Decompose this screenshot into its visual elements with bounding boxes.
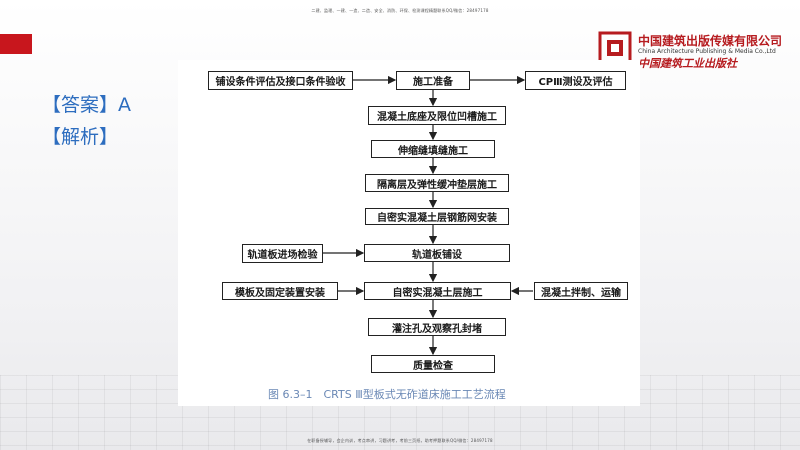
flow-node-scc-layer: 自密实混凝土层施工 bbox=[364, 282, 511, 300]
flow-node-construction-prep: 施工准备 bbox=[396, 71, 470, 90]
flow-node-formwork-install: 模板及固定装置安装 bbox=[222, 282, 338, 300]
flow-node-condition-assessment: 铺设条件评估及接口条件验收 bbox=[208, 71, 353, 90]
flow-node-track-slab-inspection: 轨道板进场检验 bbox=[242, 244, 323, 263]
flow-node-quality-check: 质量检查 bbox=[371, 355, 495, 373]
analysis-label: 【解析】 bbox=[42, 126, 119, 148]
publisher-name-cn: 中国建筑出版传媒有限公司 bbox=[638, 34, 783, 48]
flow-node-track-slab-laying: 轨道板铺设 bbox=[364, 244, 510, 262]
flow-node-isolation-layer: 隔离层及弹性缓冲垫层施工 bbox=[365, 174, 509, 192]
answer-label: 【答案】A bbox=[42, 94, 131, 116]
flow-node-rebar-mesh: 自密实混凝土层钢筋网安装 bbox=[365, 208, 509, 225]
flow-node-expansion-joint: 伸缩缝填缝施工 bbox=[371, 140, 495, 158]
bottom-watermark-note: 在职备授辅导，会企内训，考点串讲，习题讲考，考前三页纸，助考押题联系QQ/微信：… bbox=[307, 438, 493, 443]
publisher-logo: 中国建筑出版传媒有限公司 China Architecture Publishi… bbox=[598, 31, 788, 71]
top-watermark-note: 二建、监理、一建、一造、二造、安全、消防、环保、检测课程精题联系QQ/微信：28… bbox=[311, 8, 489, 13]
publisher-name-en: China Architecture Publishing & Media Co… bbox=[638, 48, 776, 55]
flowchart-figure: 铺设条件评估及接口条件验收 施工准备 CPⅢ测设及评估 混凝土底座及限位凹槽施工… bbox=[178, 60, 640, 406]
publisher-script-name: 中国建筑工业出版社 bbox=[638, 57, 737, 70]
flow-node-base-groove: 混凝土底座及限位凹槽施工 bbox=[368, 106, 506, 125]
figure-caption: 图 6.3–1 CRTS Ⅲ型板式无砟道床施工工艺流程 bbox=[268, 388, 506, 401]
flow-node-cp3-survey: CPⅢ测设及评估 bbox=[525, 71, 626, 90]
red-accent-tab bbox=[0, 34, 32, 54]
flow-node-hole-sealing: 灌注孔及观察孔封堵 bbox=[368, 318, 506, 336]
flow-node-concrete-mixing: 混凝土拌制、运输 bbox=[534, 282, 628, 300]
